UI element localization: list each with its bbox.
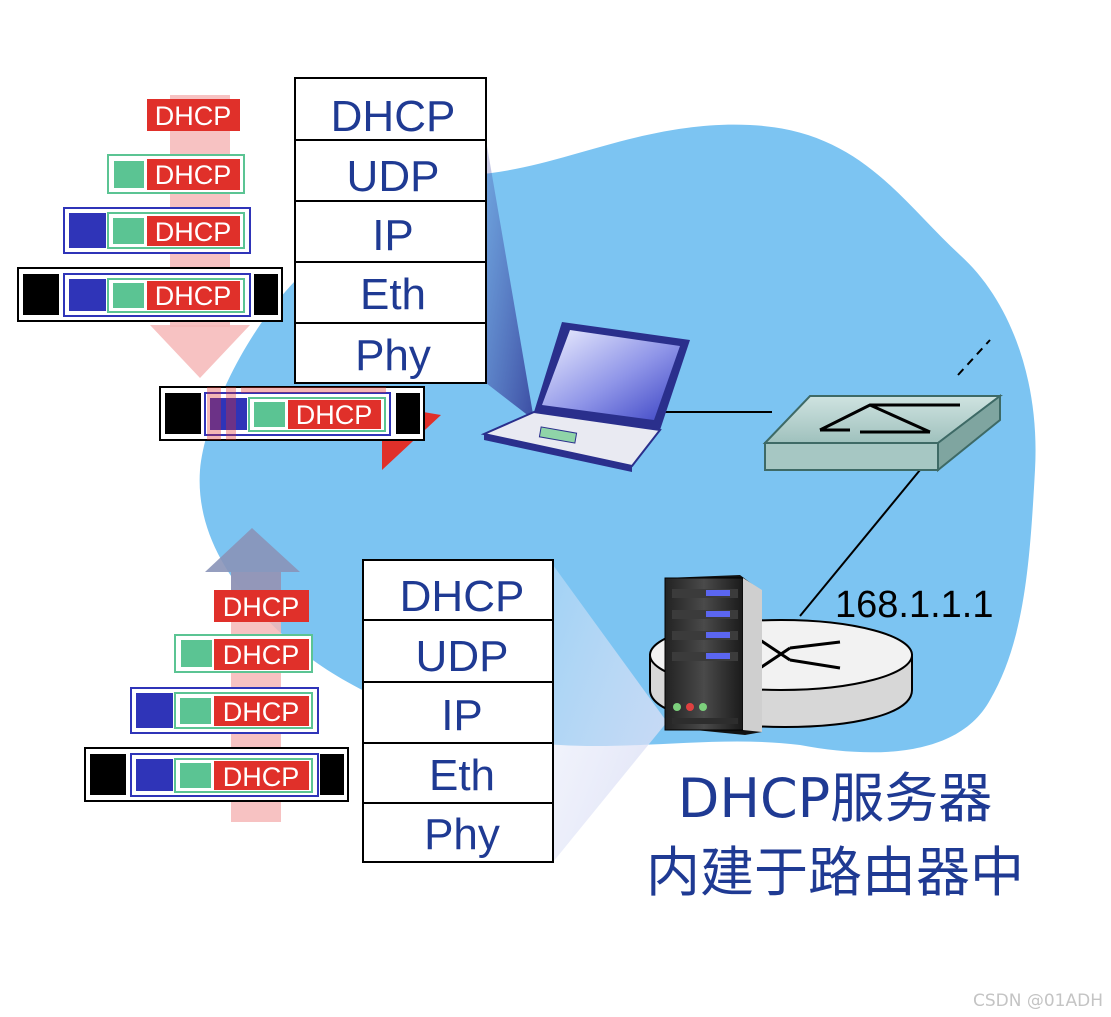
dhcp-label: DHCP <box>155 101 232 131</box>
packet-ip-bottom: DHCP <box>130 687 319 734</box>
server-layer-dhcp: DHCP <box>400 572 525 621</box>
server-layer-phy: Phy <box>424 810 500 859</box>
packet-ip-top: DHCP <box>63 207 251 254</box>
client-stack-beam <box>486 140 534 420</box>
laptop-icon <box>480 322 690 472</box>
switch-router-link <box>799 469 921 617</box>
client-layer-ip: IP <box>372 211 414 260</box>
transmitted-frame: DHCP <box>159 386 441 470</box>
dhcp-label: DHCP <box>155 217 232 247</box>
packet-udp-bottom: DHCP <box>174 634 313 673</box>
client-protocol-stack: DHCP UDP IP Eth Phy <box>294 77 487 384</box>
server-layer-ip: IP <box>441 691 483 740</box>
dhcp-label: DHCP <box>223 697 300 727</box>
packet-udp-top: DHCP <box>107 154 245 194</box>
caption-line-1: DHCP服务器 <box>677 767 993 830</box>
server-stack-beam <box>553 565 667 862</box>
client-layer-dhcp: DHCP <box>331 92 456 141</box>
dhcp-label: DHCP <box>155 160 232 190</box>
server-layer-udp: UDP <box>416 632 509 681</box>
watermark: CSDN @01ADH <box>972 991 1103 1011</box>
caption-line-2: 内建于路由器中 <box>646 841 1024 904</box>
packet-dhcp-only-bottom: DHCP <box>214 590 309 622</box>
client-layer-phy: Phy <box>355 331 431 380</box>
switch-uplink <box>957 339 991 376</box>
frame-eth-bottom: DHCP <box>84 747 349 802</box>
dhcp-label: DHCP <box>223 640 300 670</box>
router-ip-label: 168.1.1.1 <box>835 584 993 626</box>
client-layer-eth: Eth <box>360 270 426 319</box>
dhcp-label: DHCP <box>223 762 300 792</box>
dhcp-label: DHCP <box>223 592 300 622</box>
switch-icon <box>762 393 1003 473</box>
server-icon <box>664 575 762 735</box>
dhcp-label: DHCP <box>296 400 373 430</box>
dhcp-label: DHCP <box>155 281 232 311</box>
server-protocol-stack: DHCP UDP IP Eth Phy <box>362 559 554 863</box>
packet-dhcp-only-top: DHCP <box>147 99 240 131</box>
server-layer-eth: Eth <box>429 751 495 800</box>
frame-eth-top: DHCP <box>17 267 283 322</box>
client-layer-udp: UDP <box>347 152 440 201</box>
